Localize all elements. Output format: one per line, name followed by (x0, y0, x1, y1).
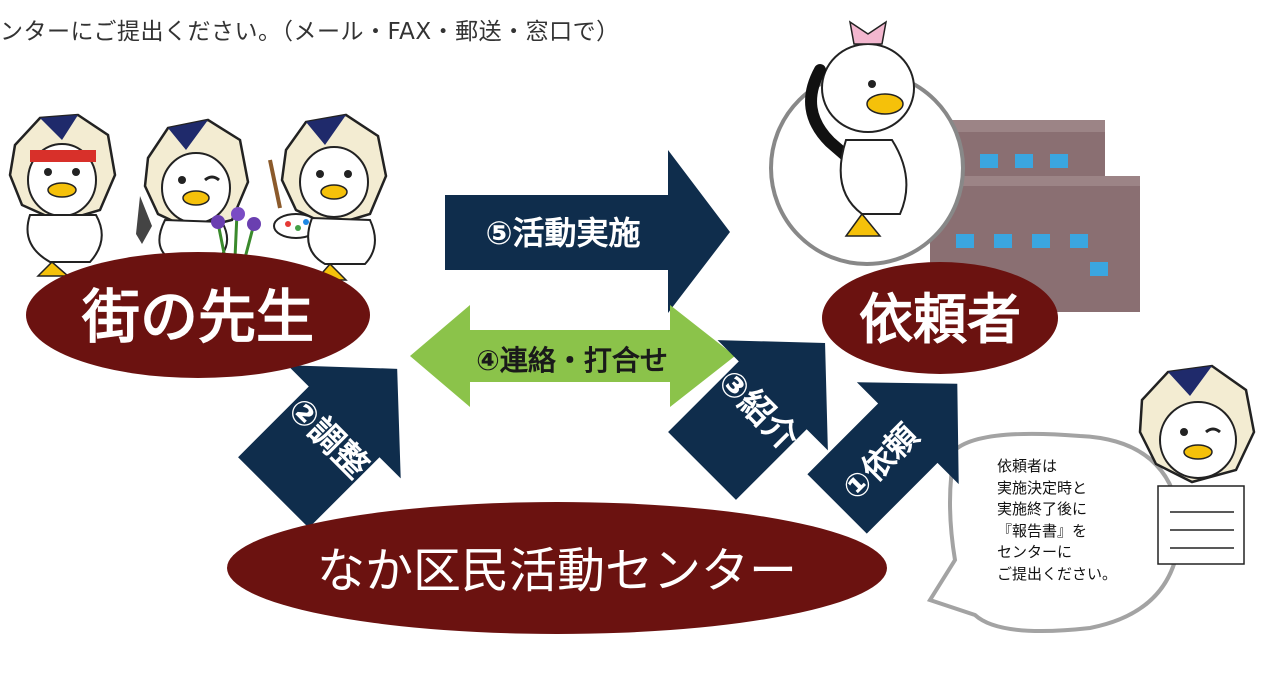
requester-illustration (769, 20, 1140, 312)
flow-diagram: ンターにご提出ください。（メール・FAX・郵送・窓口で） (0, 19, 1256, 634)
arrow-contact-label: ④連絡・打合せ (476, 344, 668, 377)
node-requester-label: 依頼者 (859, 288, 1021, 351)
duck-headband-icon (8, 113, 117, 277)
arrow-coordinate: ②調整 (238, 365, 401, 528)
node-center-label: なか区民活動センター (317, 543, 797, 599)
arrow-contact: ④連絡・打合せ (410, 305, 735, 407)
speech-line: センターに (997, 543, 1073, 561)
header-note: ンターにご提出ください。（メール・FAX・郵送・窓口で） (0, 19, 620, 45)
diagram-canvas: ⑤活動実施 ④連絡・打合せ ②調整 ③紹介 ①依頼 街の先生 依頼者 (8, 20, 1256, 634)
node-center: なか区民活動センター (227, 502, 887, 634)
speech-line: 依頼者は (997, 457, 1058, 475)
duck-winking-icon (136, 118, 269, 269)
phone-duck-icon (805, 20, 915, 237)
speech-line: 実施終了後に (997, 500, 1088, 518)
speech-line: 実施決定時と (997, 478, 1088, 497)
duck-painter-icon (268, 113, 388, 281)
arrow-activity: ⑤活動実施 (445, 150, 730, 313)
speech-line: 『報告書』を (997, 521, 1088, 540)
node-teachers-label: 街の先生 (81, 283, 314, 351)
arrow-activity-label: ⑤活動実施 (485, 214, 640, 252)
speech-line: ご提出ください。 (997, 564, 1118, 583)
arrow-introduce: ③紹介 (668, 340, 828, 500)
speech-bubble-text: 依頼者は 実施決定時と 実施終了後に 『報告書』を センターに ご提出ください。 (997, 456, 1167, 585)
reporter-illustration (926, 364, 1256, 633)
node-requester: 依頼者 (822, 262, 1058, 374)
node-teachers: 街の先生 (26, 252, 370, 378)
report-paper-icon (1157, 485, 1245, 565)
speech-bubble (926, 431, 1183, 633)
